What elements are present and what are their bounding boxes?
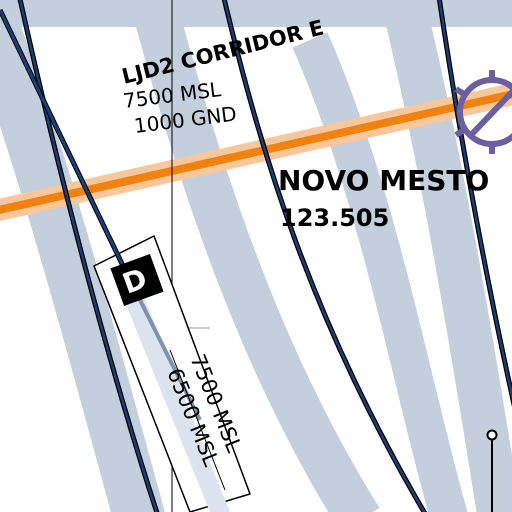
station-name: NOVO MESTO [278,164,489,197]
airspace-d-strip [93,234,251,512]
airspace-band-far-east [379,0,512,512]
boundary-west [18,0,159,512]
class-d-badge [110,254,164,306]
airspace-band-east [292,32,468,512]
boundary-east [438,0,512,402]
boundary-center [223,0,426,512]
route-line [0,82,512,222]
obstacle-mast-icon [486,429,498,512]
route-centerline [0,90,512,214]
vor-compass-icon[interactable] [454,70,512,154]
airspace-band-west [0,0,165,512]
station-frequency: 123.505 [280,204,389,232]
station-label: NOVO MESTO 123.505 [278,164,489,232]
boundary-diagonal [0,9,127,271]
